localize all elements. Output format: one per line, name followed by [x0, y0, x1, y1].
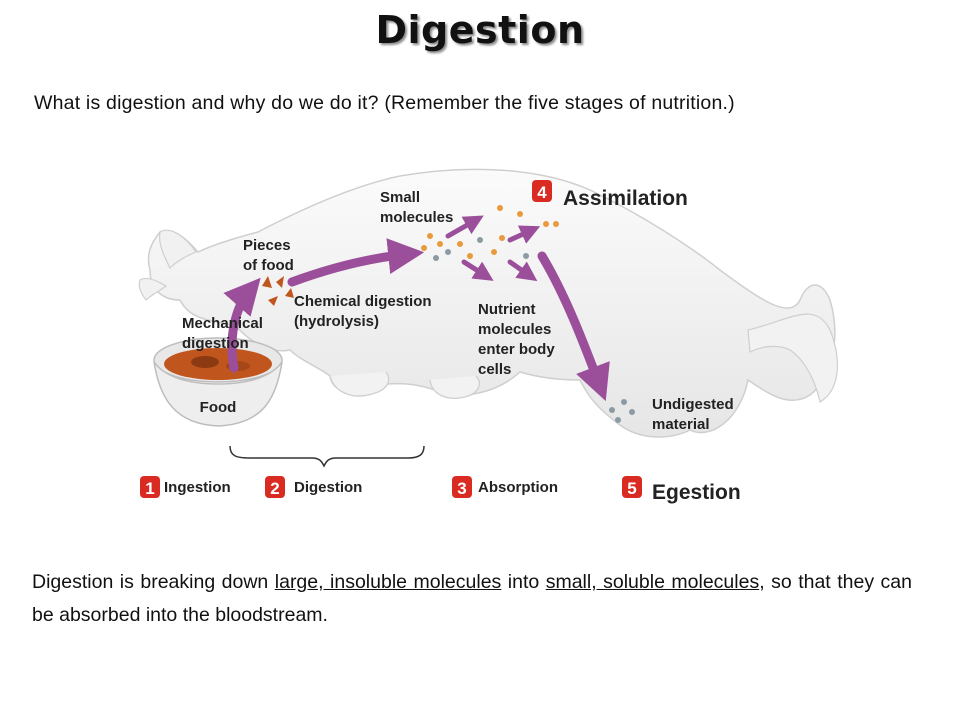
label-mechanical: Mechanical [182, 315, 263, 332]
process-arrows [223, 215, 610, 402]
food-bowl: Food [153, 337, 283, 427]
stage-5: 5 Egestion [622, 476, 741, 504]
food-pieces [262, 276, 294, 306]
stage-1-label: Ingestion [164, 479, 231, 496]
stage-5-number: 5 [627, 479, 636, 498]
food-label: Food [200, 399, 237, 416]
label-molecules: molecules [380, 209, 453, 226]
stage-4: 4 Assimilation [532, 180, 688, 210]
label-cells: cells [478, 361, 511, 378]
para-part-2: into [501, 571, 546, 593]
label-chemical-digestion: Chemical digestion [294, 293, 432, 310]
stage-3-number: 3 [457, 479, 466, 498]
stage-1: 1 Ingestion [140, 476, 231, 498]
stage-4-number: 4 [537, 183, 547, 202]
stage-2-label: Digestion [294, 479, 362, 496]
molecule-dots [421, 205, 635, 423]
label-hydrolysis: (hydrolysis) [294, 313, 379, 330]
para-underline-1: large, insoluble molecules [274, 571, 502, 593]
para-part-3: , so that they can be absorbed into the … [32, 571, 912, 626]
label-digestion: digestion [182, 335, 249, 352]
label-material: material [652, 416, 710, 433]
page-title: Digestion [375, 8, 585, 52]
stage-4-label: Assimilation [563, 187, 688, 210]
label-pieces: Pieces [243, 237, 291, 254]
stage-2-number: 2 [270, 479, 279, 498]
stage-3: 3 Absorption [452, 476, 558, 498]
stage-bracket [229, 445, 425, 468]
label-of-food: of food [243, 257, 294, 274]
label-undigested: Undigested [652, 396, 734, 413]
label-small: Small [380, 189, 420, 206]
stage-3-label: Absorption [478, 479, 558, 496]
definition-paragraph: Digestion is breaking down large, insolu… [32, 566, 912, 632]
stage-1-number: 1 [145, 479, 154, 498]
label-nutrient-molecules: molecules [478, 321, 551, 338]
cat-illustration [138, 168, 839, 438]
label-enter-body: enter body [478, 341, 555, 358]
stage-5-label: Egestion [652, 481, 741, 504]
question-text: What is digestion and why do we do it? (… [34, 92, 735, 114]
para-underline-2: small, soluble molecules [545, 571, 760, 593]
stage-2: 2 Digestion [265, 476, 362, 498]
label-nutrient: Nutrient [478, 301, 536, 318]
para-part-1: Digestion is breaking down [32, 571, 275, 593]
